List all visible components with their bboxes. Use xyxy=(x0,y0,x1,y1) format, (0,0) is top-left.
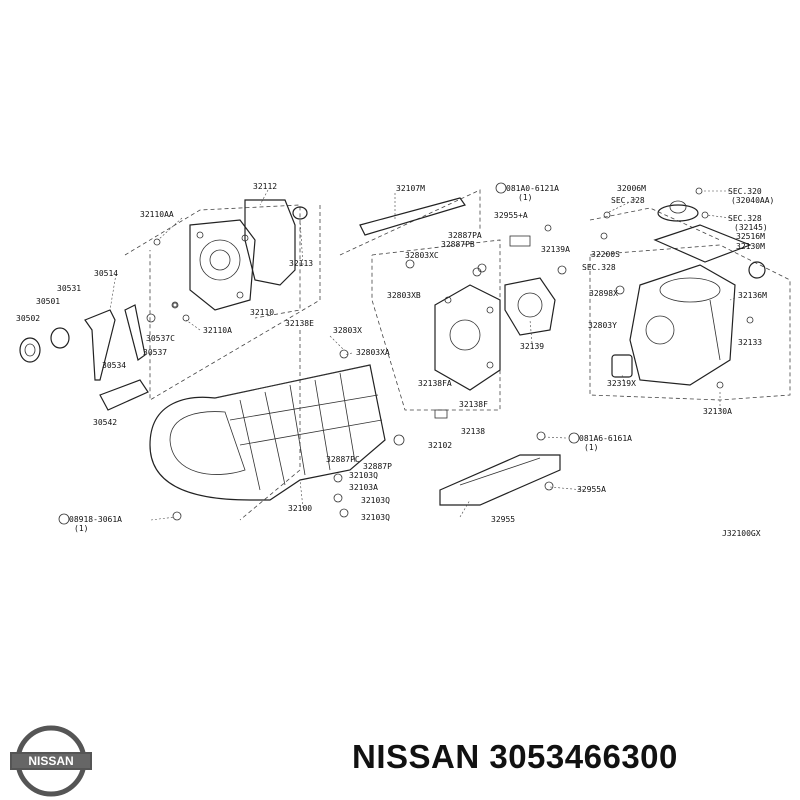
part-label: SEC.328 xyxy=(611,196,645,205)
part-label: 30501 xyxy=(36,297,60,306)
seal-30502 xyxy=(19,337,41,363)
part-label: 32130M xyxy=(736,242,765,251)
part-label: 32006M xyxy=(617,184,646,193)
part-label: 32103Q xyxy=(349,471,378,480)
gasket-32516M xyxy=(653,224,752,263)
diagram-code: J32100GX xyxy=(722,529,761,538)
part-label: 30514 xyxy=(94,269,118,278)
diagram-drawing xyxy=(19,187,791,521)
part-label: 32319X xyxy=(607,379,636,388)
part-label: 32110 xyxy=(250,308,274,317)
lever-30534 xyxy=(124,304,146,361)
part-label: 32887P xyxy=(363,462,392,471)
adapter-plate xyxy=(434,284,501,391)
part-label: 32200S xyxy=(591,250,620,259)
part-label: 32102 xyxy=(428,441,452,450)
part-label: 32898X xyxy=(589,289,618,298)
shift-rod xyxy=(359,197,466,236)
part-label: 081A6-6161A xyxy=(579,434,632,443)
part-label: 30531 xyxy=(57,284,81,293)
part-label: 30534 xyxy=(102,361,126,370)
bottom-cover xyxy=(439,454,561,506)
part-label: (1) xyxy=(584,443,598,452)
nissan-logo: NISSAN xyxy=(10,725,92,797)
part-label: 32516M xyxy=(736,232,765,241)
part-label: 32100 xyxy=(288,504,312,513)
logo-text: NISSAN xyxy=(28,754,73,768)
seal-32136M xyxy=(748,261,766,279)
part-label: 32803XB xyxy=(387,291,421,300)
part-label: 32113 xyxy=(289,259,313,268)
part-label: 32138 xyxy=(461,427,485,436)
part-label: 32887PB xyxy=(441,240,475,249)
rear-housing xyxy=(629,264,736,386)
front-cover xyxy=(189,219,256,311)
part-label: 32130A xyxy=(703,407,732,416)
part-label: 32887PA xyxy=(448,231,482,240)
gasket-32112 xyxy=(244,199,296,286)
gasket-32139 xyxy=(504,277,556,336)
part-label: 08918-3061A xyxy=(69,515,122,524)
part-label: 32955+A xyxy=(494,211,528,220)
part-label: (32145) xyxy=(734,223,768,232)
part-label: 32112 xyxy=(253,182,277,191)
part-label: (32040AA) xyxy=(731,196,774,205)
part-label: 32955 xyxy=(491,515,515,524)
part-label: 32103A xyxy=(349,483,378,492)
part-label: 30502 xyxy=(16,314,40,323)
part-label: 32139A xyxy=(541,245,570,254)
part-label: 32803XC xyxy=(405,251,439,260)
part-label: 30537C xyxy=(146,334,175,343)
part-label: 32138E xyxy=(285,319,314,328)
part-label: SEC.328 xyxy=(728,214,762,223)
bearing-30501 xyxy=(50,327,70,349)
part-label: 30537 xyxy=(143,348,167,357)
boot-32006M xyxy=(657,204,699,222)
part-label: 32138FA xyxy=(418,379,452,388)
seal-32113 xyxy=(292,206,308,220)
page-title: NISSAN 3053466300 xyxy=(352,738,678,775)
part-label: 32887PC xyxy=(326,455,360,464)
part-label: 32107M xyxy=(396,184,425,193)
part-label: 32103Q xyxy=(361,513,390,522)
part-label: 32803Y xyxy=(588,321,617,330)
part-label: 32803XA xyxy=(356,348,390,357)
part-label: (1) xyxy=(518,193,532,202)
part-label: 32110AA xyxy=(140,210,174,219)
part-labels: 32110AA 32112 32107M 081A0-6121A (1) 320… xyxy=(16,182,774,538)
part-label: 32103Q xyxy=(361,496,390,505)
part-label: 32955A xyxy=(577,485,606,494)
bearing-32319X xyxy=(611,354,633,378)
part-label: 32110A xyxy=(203,326,232,335)
part-label: 32139 xyxy=(520,342,544,351)
part-label: SEC.320 xyxy=(728,187,762,196)
part-label: 32803X xyxy=(333,326,362,335)
part-label: 30542 xyxy=(93,418,117,427)
part-label: 32133 xyxy=(738,338,762,347)
bracket-30542 xyxy=(99,379,149,411)
part-label: 081A0-6121A xyxy=(506,184,559,193)
part-label: 32138F xyxy=(459,400,488,409)
part-label: (1) xyxy=(74,524,88,533)
part-label: 32136M xyxy=(738,291,767,300)
part-label: SEC.328 xyxy=(582,263,616,272)
